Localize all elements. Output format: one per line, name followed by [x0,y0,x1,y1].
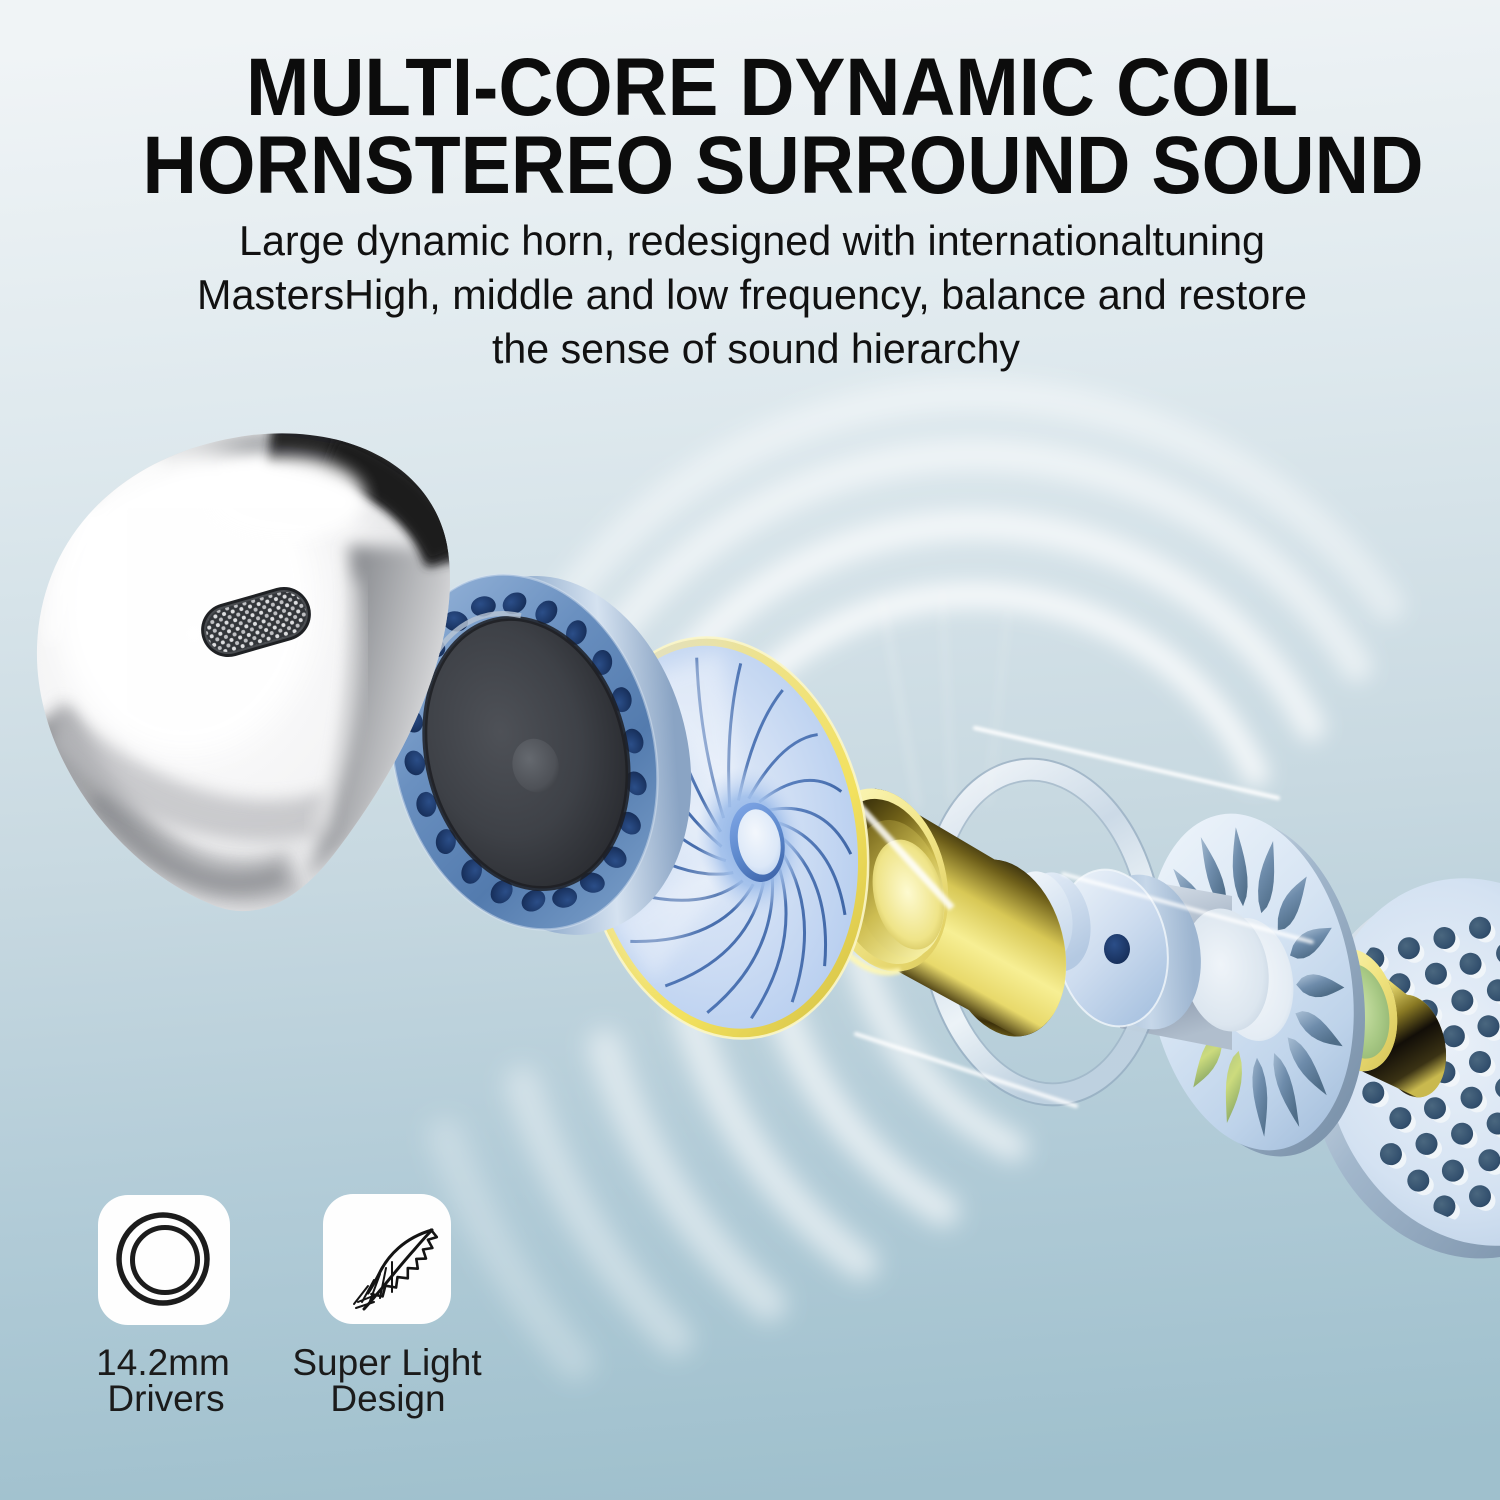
svg-text:MULTI-CORE DYNAMIC COIL: MULTI-CORE DYNAMIC COIL [246,42,1298,133]
svg-text:Design: Design [330,1378,445,1419]
svg-text:14.2mm: 14.2mm [96,1342,230,1383]
svg-text:Drivers: Drivers [107,1378,224,1419]
svg-text:Super Light: Super Light [292,1342,482,1383]
svg-text:Large dynamic horn, redesigned: Large dynamic horn, redesigned with inte… [239,217,1265,264]
svg-text:the sense of sound hierarchy: the sense of sound hierarchy [492,325,1020,372]
svg-text:HORNSTEREO SURROUND SOUND: HORNSTEREO SURROUND SOUND [143,120,1424,211]
svg-text:MastersHigh, middle and low fr: MastersHigh, middle and low frequency, b… [197,271,1307,318]
